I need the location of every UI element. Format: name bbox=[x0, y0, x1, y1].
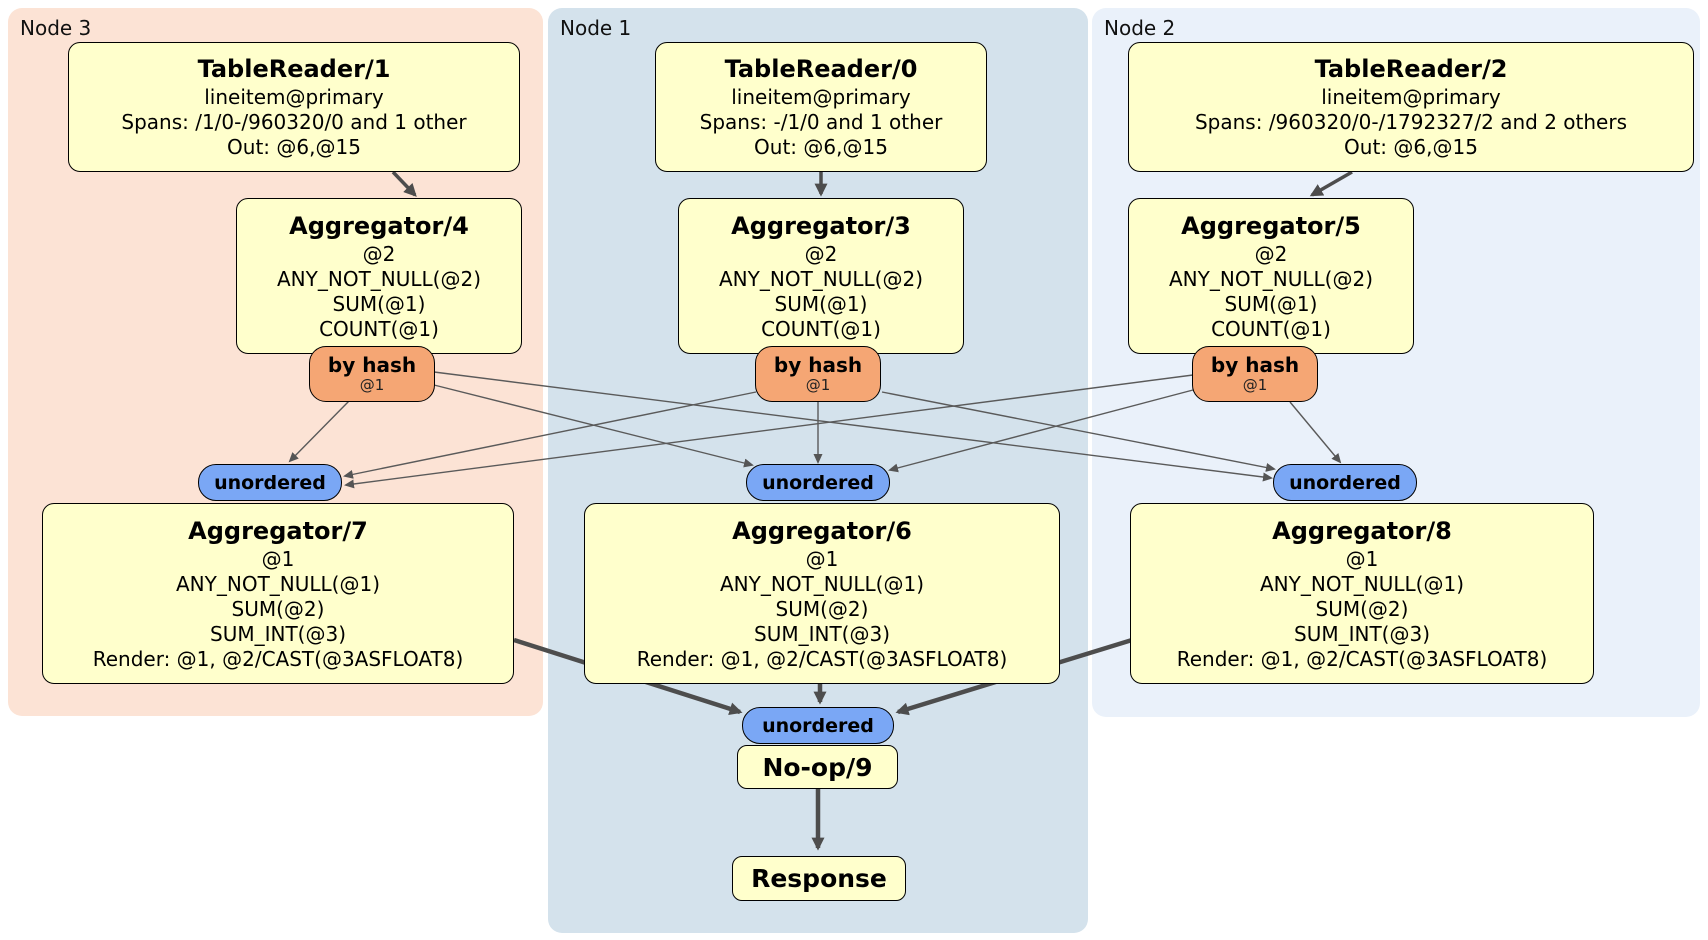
edge-tr2-agg5 bbox=[1309, 170, 1353, 197]
hash-router-node2-label: by hash bbox=[1210, 353, 1300, 377]
hash-router-node3-detail: @1 bbox=[359, 376, 385, 394]
aggregator-6-title: Aggregator/6 bbox=[732, 516, 912, 545]
aggregator-8-fn1: ANY_NOT_NULL(@1) bbox=[1260, 571, 1464, 596]
unordered-sync-node3-label: unordered bbox=[214, 471, 326, 494]
aggregator-5: Aggregator/5 @2 ANY_NOT_NULL(@2) SUM(@1)… bbox=[1128, 198, 1414, 354]
aggregator-8-group: @1 bbox=[1345, 546, 1379, 571]
noop-title: No-op/9 bbox=[762, 752, 873, 782]
aggregator-3-fn3: COUNT(@1) bbox=[761, 316, 881, 341]
table-reader-1-out: Out: @6,@15 bbox=[227, 135, 361, 159]
table-reader-2-out: Out: @6,@15 bbox=[1344, 135, 1478, 159]
table-reader-2-title: TableReader/2 bbox=[1314, 55, 1508, 83]
table-reader-0-spans: Spans: -/1/0 and 1 other bbox=[699, 110, 943, 134]
unordered-sync-node2: unordered bbox=[1273, 464, 1417, 501]
aggregator-6: Aggregator/6 @1 ANY_NOT_NULL(@1) SUM(@2)… bbox=[584, 503, 1060, 684]
aggregator-4-fn2: SUM(@1) bbox=[332, 291, 426, 316]
edge-hash1-sync3 bbox=[343, 391, 757, 479]
aggregator-7-fn2: SUM(@2) bbox=[231, 596, 325, 621]
noop-box: No-op/9 bbox=[737, 745, 898, 789]
unordered-sync-node1-label: unordered bbox=[762, 471, 874, 494]
aggregator-5-fn3: COUNT(@1) bbox=[1211, 316, 1331, 341]
hash-router-node3: by hash @1 bbox=[309, 346, 435, 402]
aggregator-8: Aggregator/8 @1 ANY_NOT_NULL(@1) SUM(@2)… bbox=[1130, 503, 1594, 684]
aggregator-3: Aggregator/3 @2 ANY_NOT_NULL(@2) SUM(@1)… bbox=[678, 198, 964, 354]
aggregator-4-group: @2 bbox=[362, 241, 396, 266]
edge-tr1-agg4 bbox=[391, 170, 417, 197]
edge-hash3-sync2 bbox=[433, 371, 1273, 482]
aggregator-4-fn3: COUNT(@1) bbox=[319, 316, 439, 341]
response-title: Response bbox=[751, 864, 887, 893]
edge-hash3-sync3 bbox=[288, 399, 351, 463]
aggregator-5-title: Aggregator/5 bbox=[1181, 211, 1361, 240]
aggregator-6-fn3: SUM_INT(@3) bbox=[754, 621, 890, 646]
aggregator-8-render: Render: @1, @2/CAST(@3ASFLOAT8) bbox=[1176, 646, 1548, 671]
response-box: Response bbox=[732, 856, 906, 901]
aggregator-7-render: Render: @1, @2/CAST(@3ASFLOAT8) bbox=[92, 646, 464, 671]
region-label-node-3: Node 3 bbox=[20, 16, 92, 40]
aggregator-3-fn2: SUM(@1) bbox=[774, 291, 868, 316]
table-reader-1-index: lineitem@primary bbox=[204, 85, 384, 109]
table-reader-2-spans: Spans: /960320/0-/1792327/2 and 2 others bbox=[1194, 110, 1627, 134]
router-edges bbox=[288, 371, 1342, 489]
unordered-sync-node3: unordered bbox=[198, 464, 342, 501]
hash-router-node2: by hash @1 bbox=[1192, 346, 1318, 402]
aggregator-6-render: Render: @1, @2/CAST(@3ASFLOAT8) bbox=[636, 646, 1008, 671]
aggregator-5-group: @2 bbox=[1254, 241, 1288, 266]
table-reader-0-out: Out: @6,@15 bbox=[754, 135, 888, 159]
hash-router-node1-label: by hash bbox=[773, 353, 863, 377]
aggregator-8-title: Aggregator/8 bbox=[1272, 516, 1452, 545]
hash-router-node2-detail: @1 bbox=[1242, 376, 1268, 394]
aggregator-5-fn2: SUM(@1) bbox=[1224, 291, 1318, 316]
region-label-node-1: Node 1 bbox=[560, 16, 632, 40]
aggregator-6-fn2: SUM(@2) bbox=[775, 596, 869, 621]
edge-hash2-sync3 bbox=[344, 374, 1194, 489]
hash-router-node1: by hash @1 bbox=[755, 346, 881, 402]
aggregator-6-fn1: ANY_NOT_NULL(@1) bbox=[720, 571, 924, 596]
hash-router-node1-detail: @1 bbox=[805, 376, 831, 394]
aggregator-8-fn3: SUM_INT(@3) bbox=[1294, 621, 1430, 646]
unordered-sync-merge: unordered bbox=[742, 707, 894, 744]
aggregator-4-fn1: ANY_NOT_NULL(@2) bbox=[277, 266, 481, 291]
aggregator-7: Aggregator/7 @1 ANY_NOT_NULL(@1) SUM(@2)… bbox=[42, 503, 514, 684]
table-reader-0-index: lineitem@primary bbox=[731, 85, 911, 109]
unordered-sync-node2-label: unordered bbox=[1289, 471, 1401, 494]
region-label-node-2: Node 2 bbox=[1104, 16, 1176, 40]
aggregator-7-group: @1 bbox=[261, 546, 295, 571]
reader-edges bbox=[391, 170, 1353, 197]
aggregator-7-fn1: ANY_NOT_NULL(@1) bbox=[176, 571, 380, 596]
edge-hash2-sync1 bbox=[888, 389, 1194, 473]
table-reader-2-index: lineitem@primary bbox=[1321, 85, 1501, 109]
aggregator-3-title: Aggregator/3 bbox=[731, 211, 911, 240]
aggregator-8-fn2: SUM(@2) bbox=[1315, 596, 1409, 621]
unordered-sync-node1: unordered bbox=[746, 464, 890, 501]
unordered-sync-merge-label: unordered bbox=[762, 714, 874, 737]
aggregator-7-title: Aggregator/7 bbox=[188, 516, 368, 545]
table-reader-0-title: TableReader/0 bbox=[724, 55, 918, 83]
edge-hash1-sync2 bbox=[881, 391, 1276, 472]
table-reader-0: TableReader/0 lineitem@primary Spans: -/… bbox=[655, 42, 987, 172]
aggregator-4-title: Aggregator/4 bbox=[289, 211, 469, 240]
aggregator-3-fn1: ANY_NOT_NULL(@2) bbox=[719, 266, 923, 291]
aggregator-5-fn1: ANY_NOT_NULL(@2) bbox=[1169, 266, 1373, 291]
table-reader-1-spans: Spans: /1/0-/960320/0 and 1 other bbox=[121, 110, 467, 134]
table-reader-1: TableReader/1 lineitem@primary Spans: /1… bbox=[68, 42, 520, 172]
edge-hash2-sync2 bbox=[1289, 401, 1342, 464]
hash-router-node3-label: by hash bbox=[327, 353, 417, 377]
table-reader-2: TableReader/2 lineitem@primary Spans: /9… bbox=[1128, 42, 1694, 172]
aggregator-6-group: @1 bbox=[805, 546, 839, 571]
table-reader-1-title: TableReader/1 bbox=[197, 55, 391, 83]
aggregator-7-fn3: SUM_INT(@3) bbox=[210, 621, 346, 646]
aggregator-4: Aggregator/4 @2 ANY_NOT_NULL(@2) SUM(@1)… bbox=[236, 198, 522, 354]
aggregator-3-group: @2 bbox=[804, 241, 838, 266]
